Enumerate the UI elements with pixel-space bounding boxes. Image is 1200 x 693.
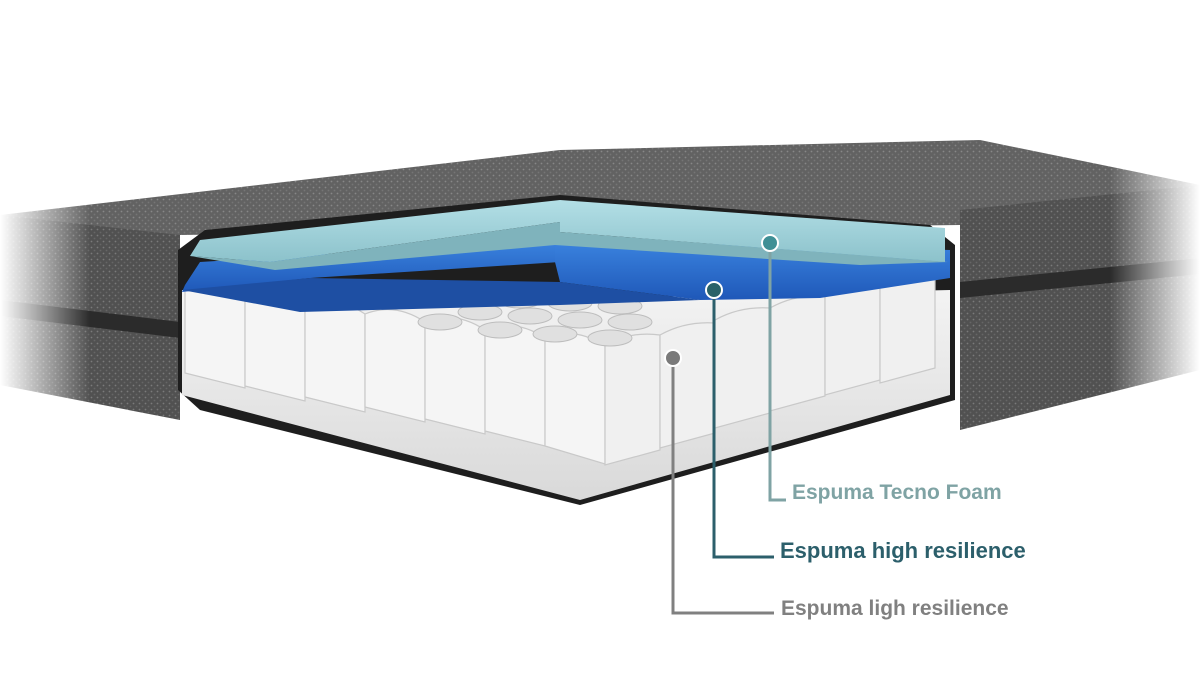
base-foam-bumps: [184, 284, 606, 465]
label-ligh-resilience: Espuma ligh resilience: [781, 597, 1009, 620]
marker-ligh: [664, 349, 682, 367]
leader-line-ligh: [671, 358, 774, 615]
marker-tecno: [761, 234, 779, 252]
middle-foam-layer: [182, 240, 560, 292]
leader-line-high: [712, 290, 774, 559]
marker-high: [705, 281, 723, 299]
top-foam-layer: [190, 200, 945, 262]
leader-line-tecno: [768, 243, 786, 502]
label-tecno-foam: Espuma Tecno Foam: [792, 481, 1002, 504]
label-high-resilience: Espuma high resilience: [780, 538, 1026, 563]
leader-lines: [671, 243, 786, 615]
